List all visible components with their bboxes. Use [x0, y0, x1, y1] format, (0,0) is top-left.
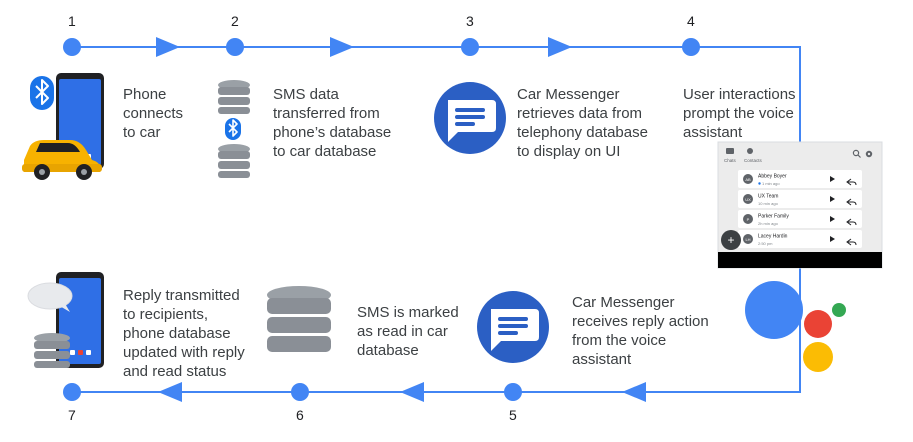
- arrow-left: [400, 382, 424, 402]
- flow-arrows-top: [156, 37, 572, 57]
- message-icon: [477, 291, 549, 363]
- step-dot-4: [682, 38, 700, 56]
- bluetooth-icon: [225, 118, 241, 140]
- play-icon[interactable]: [830, 196, 835, 202]
- reply-icon[interactable]: [846, 218, 857, 226]
- play-icon[interactable]: [830, 216, 835, 222]
- bluetooth-icon: [30, 76, 54, 110]
- avatar-initials: AB: [745, 177, 751, 182]
- arrow-left: [622, 382, 646, 402]
- arrow-right: [156, 37, 180, 57]
- assistant-icon: [745, 281, 846, 372]
- conversation-row[interactable]: UX UX Team 10 min ago: [738, 190, 862, 208]
- fab-plus: +: [727, 233, 734, 247]
- car-icon: [22, 140, 102, 180]
- step-number-2: 2: [231, 13, 239, 29]
- reply-icon[interactable]: [846, 178, 857, 186]
- conversation-name: Lacey Hardin: [758, 234, 788, 240]
- step-number-4: 4: [687, 13, 695, 29]
- step-number-1: 1: [68, 13, 76, 29]
- step-4-description: User interactions prompt the voice assis…: [683, 86, 796, 141]
- step-dot-3: [461, 38, 479, 56]
- step-dot-6: [291, 383, 309, 401]
- reply-icon[interactable]: [846, 238, 857, 246]
- step-dot-7: [63, 383, 81, 401]
- step-3-description: Car Messenger retrieves data from teleph…: [517, 86, 648, 160]
- step-number-7: 7: [68, 407, 76, 423]
- conversation-name: UX Team: [758, 194, 778, 200]
- step-number-3: 3: [466, 13, 474, 29]
- step-6-description: SMS is marked as read in car database: [357, 304, 459, 359]
- database-icon: [267, 286, 331, 352]
- conversation-name: Parker Family: [758, 214, 789, 220]
- avatar-initials: P: [747, 217, 750, 222]
- avatar-initials: LH: [745, 237, 750, 242]
- conversation-time: 2:50 pm: [758, 241, 773, 246]
- conversation-row[interactable]: P Parker Family 2h min ago: [738, 210, 862, 228]
- avatar: [743, 214, 753, 224]
- avatar: [743, 194, 753, 204]
- tab-contacts-icon: [747, 148, 753, 154]
- unread-dot: [758, 182, 761, 185]
- step-2-description: SMS data transferred from phone’s databa…: [273, 86, 392, 160]
- conversation-name: Abbey Boyer: [758, 174, 787, 180]
- avatar: [743, 174, 753, 184]
- conversation-time: 1 min ago: [762, 181, 780, 186]
- conversation-row[interactable]: AB Abbey Boyer 1 min ago: [738, 170, 862, 188]
- search-icon[interactable]: [852, 149, 861, 158]
- arrow-right: [548, 37, 572, 57]
- database-icon: [34, 333, 70, 368]
- tab-chats-icon: [726, 148, 734, 154]
- step-number-5: 5: [509, 407, 517, 423]
- car-messenger-screen: Chats Contacts AB Abbey Boyer 1 min ago …: [717, 141, 883, 269]
- avatar-initials: UX: [745, 197, 751, 202]
- arrow-right: [330, 37, 354, 57]
- step-dot-1: [63, 38, 81, 56]
- conversation-time: 2h min ago: [758, 221, 779, 226]
- step-7-description: Reply transmitted to recipients, phone d…: [123, 287, 245, 380]
- gear-icon[interactable]: [865, 150, 873, 158]
- step-number-6: 6: [296, 407, 304, 423]
- new-message-button[interactable]: +: [721, 230, 741, 250]
- reply-icon[interactable]: [846, 198, 857, 206]
- play-icon[interactable]: [830, 236, 835, 242]
- database-icon: [218, 80, 250, 114]
- step-1-description: Phone connects to car: [123, 86, 184, 141]
- database-icon: [218, 144, 250, 178]
- conversation-row[interactable]: LH Lacey Hardin 2:50 pm: [738, 230, 862, 248]
- play-icon[interactable]: [830, 176, 835, 182]
- conversation-time: 10 min ago: [758, 201, 779, 206]
- step-dots: [63, 38, 700, 401]
- message-icon: [434, 82, 506, 154]
- speech-bubble-icon: [27, 282, 73, 312]
- step-5-description: Car Messenger receives reply action from…: [572, 294, 709, 368]
- tab-chats[interactable]: Chats: [724, 158, 737, 163]
- flow-arrows-bottom: [158, 382, 646, 402]
- avatar: [743, 234, 753, 244]
- tab-contacts[interactable]: Contacts: [744, 158, 763, 163]
- step-dot-2: [226, 38, 244, 56]
- arrow-left: [158, 382, 182, 402]
- step-dot-5: [504, 383, 522, 401]
